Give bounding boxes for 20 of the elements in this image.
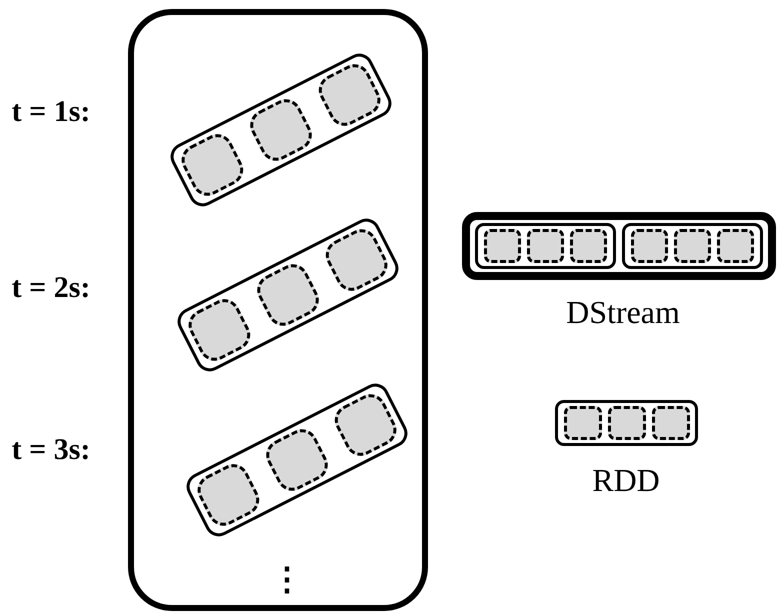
partition-square xyxy=(484,229,521,263)
continuation-ellipsis: ⋮ xyxy=(271,563,303,595)
partition-square xyxy=(608,406,646,440)
container-box xyxy=(128,9,428,611)
partition-square xyxy=(564,406,602,440)
batch-box xyxy=(555,400,698,446)
batch-box xyxy=(475,223,616,269)
partition-square xyxy=(652,406,690,440)
partition-square xyxy=(717,229,754,263)
partition-square xyxy=(631,229,668,263)
box-caption: DStream xyxy=(566,296,680,328)
stream-box xyxy=(462,212,776,280)
box-caption: RDD xyxy=(592,464,660,496)
partition-square xyxy=(674,229,711,263)
partition-square xyxy=(527,229,564,263)
time-label: t = 2s: xyxy=(12,273,90,303)
partition-square xyxy=(570,229,607,263)
time-label: t = 3s: xyxy=(12,435,90,465)
time-label: t = 1s: xyxy=(12,97,90,127)
batch-box xyxy=(622,223,763,269)
